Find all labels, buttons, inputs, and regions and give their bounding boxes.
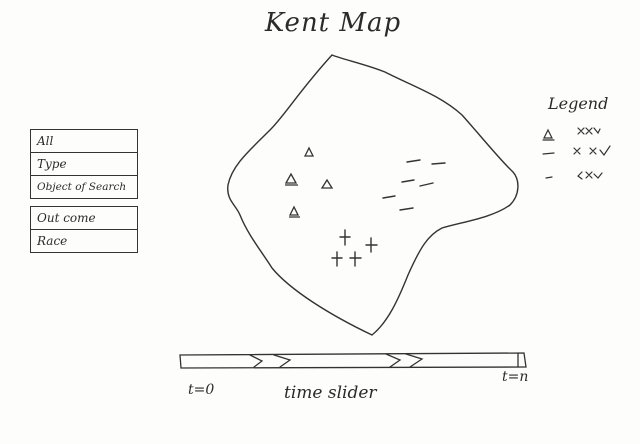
time-slider-track: [179, 352, 527, 369]
dash-marker[interactable]: [382, 195, 396, 199]
time-slider[interactable]: [178, 352, 528, 370]
dash-marker[interactable]: [419, 182, 434, 187]
legend-x-icon: [577, 127, 601, 135]
cross-marker[interactable]: [331, 251, 343, 267]
legend-x-icon: [577, 171, 603, 180]
triangle-marker[interactable]: [284, 172, 298, 186]
legend-dash-icon: [545, 176, 553, 179]
dash-marker[interactable]: [406, 159, 421, 163]
dash-marker[interactable]: [399, 207, 414, 211]
legend-x-icon: [573, 145, 611, 157]
dash-marker[interactable]: [431, 162, 446, 165]
dash-group: [382, 159, 446, 211]
cross-marker[interactable]: [339, 229, 351, 246]
slider-chevron-icon: [273, 354, 292, 368]
time-start-label: t=0: [188, 382, 215, 398]
kent-map-outline: [227, 54, 519, 336]
triangle-marker[interactable]: [288, 205, 300, 218]
page-title: Kent Map: [264, 8, 402, 38]
triangle-group: [284, 146, 334, 218]
time-slider-label: time slider: [284, 383, 377, 403]
dash-marker[interactable]: [401, 179, 415, 183]
triangle-marker[interactable]: [303, 146, 315, 157]
time-end-label: t=n: [502, 369, 529, 385]
legend: [542, 127, 611, 180]
filter-race-button[interactable]: Race: [30, 229, 138, 253]
triangle-marker[interactable]: [320, 178, 334, 189]
legend-triangle-icon: [542, 128, 555, 141]
cross-marker[interactable]: [365, 237, 378, 253]
cross-marker[interactable]: [349, 251, 362, 267]
filter-object-of-search-button[interactable]: Object of Search: [30, 175, 138, 199]
legend-dash-icon: [542, 152, 555, 155]
filter-menu: All Type Object of Search Out come Race: [30, 129, 138, 253]
slider-chevron-icon: [385, 353, 402, 368]
legend-title: Legend: [548, 94, 609, 113]
cross-group: [331, 229, 378, 267]
slider-chevron-icon: [249, 354, 264, 368]
slider-chevron-icon: [405, 353, 424, 368]
